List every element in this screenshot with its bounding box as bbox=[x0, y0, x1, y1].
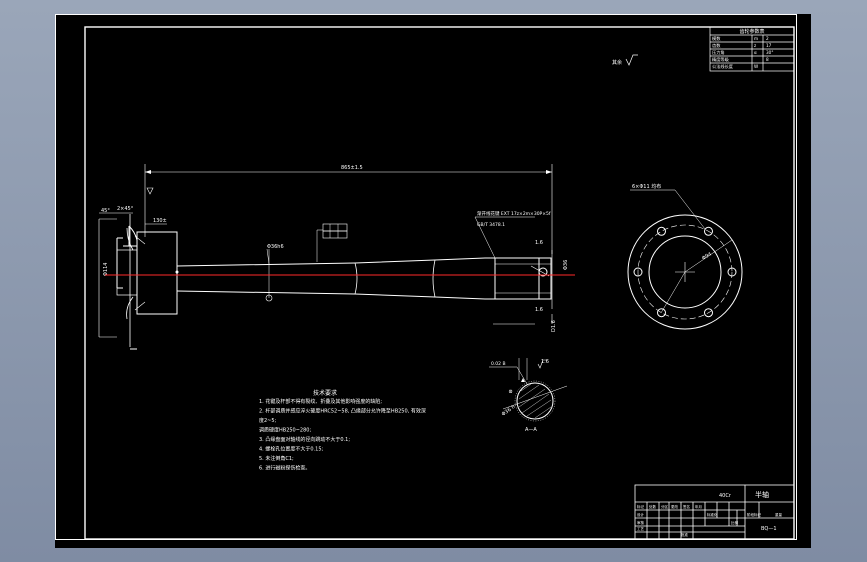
svg-text:2×45°: 2×45° bbox=[117, 206, 134, 212]
param-value: 30° bbox=[766, 50, 773, 55]
param-table-header: 齿轮参数表 bbox=[739, 28, 764, 35]
param-value: 2 bbox=[766, 36, 769, 41]
svg-text:Φ: Φ bbox=[508, 388, 515, 395]
cad-viewport[interactable]: 齿轮参数表 模数 m 2 齿数 z 17 压力角 α 30° 精度等级 8 公法线长度 W 其余 865… bbox=[55, 14, 811, 548]
svg-text:Φ114: Φ114 bbox=[103, 263, 109, 276]
svg-text:更改: 更改 bbox=[671, 504, 679, 509]
svg-text:处数: 处数 bbox=[649, 504, 657, 509]
section-label: A—A bbox=[525, 427, 537, 433]
tech-req-item: 2. 杆部调质并感应淬火硬度HRC52~58, 凸缘部分允许降至HB250, 有… bbox=[259, 408, 426, 415]
svg-text:签名: 签名 bbox=[683, 504, 690, 509]
tech-req-title: 技术要求 bbox=[313, 389, 337, 397]
svg-text:渐开线花键 EXT 17z×2m×30P×5f: 渐开线花键 EXT 17z×2m×30P×5f bbox=[477, 210, 551, 217]
param-symbol: W bbox=[754, 64, 758, 69]
svg-text:批准: 批准 bbox=[681, 532, 689, 537]
gear-parameter-table bbox=[709, 26, 795, 72]
sheet-border bbox=[55, 14, 797, 540]
svg-text:阶段标记: 阶段标记 bbox=[747, 512, 761, 517]
param-label: 公法线长度 bbox=[712, 63, 734, 70]
tech-req-list: 1. 花键及杆部不得有裂纹、折叠及其他影响强度的缺陷; 2. 杆部调质并感应淬火硬… bbox=[259, 398, 426, 472]
svg-text:分区: 分区 bbox=[661, 504, 669, 509]
svg-text:设计: 设计 bbox=[637, 512, 645, 517]
title-drawing-no: BQ—1 bbox=[761, 526, 777, 532]
svg-text:Φ36: Φ36 bbox=[563, 260, 569, 270]
param-label: 精度等级 bbox=[712, 56, 730, 63]
title-material: 40Cr bbox=[719, 493, 732, 499]
shaft-main-view: 865±1.5 1.6 1.6 Φ36 Φ114 45° 2×45° 130± bbox=[98, 164, 569, 350]
roughness-symbol bbox=[625, 54, 638, 66]
svg-text:1.6: 1.6 bbox=[541, 359, 549, 365]
title-block bbox=[634, 484, 795, 540]
param-symbol: m bbox=[754, 36, 758, 41]
svg-text:130±: 130± bbox=[153, 218, 167, 224]
center-mark bbox=[175, 270, 179, 274]
param-symbol: α bbox=[754, 50, 757, 55]
param-label: 模数 bbox=[712, 35, 721, 42]
svg-text:工艺: 工艺 bbox=[637, 526, 645, 531]
tech-req-item: 1. 花键及杆部不得有裂纹、折叠及其他影响强度的缺陷; bbox=[259, 398, 382, 405]
svg-text:865±1.5: 865±1.5 bbox=[341, 165, 363, 171]
drawing-frame bbox=[84, 26, 795, 540]
tech-req-item: 4. 螺栓孔位置度不大于0.15; bbox=[259, 446, 323, 453]
title-part-name: 半轴 bbox=[755, 490, 769, 499]
flange-end-view: 6×Φ11 均布 Φ94 bbox=[627, 183, 743, 330]
svg-text:审核: 审核 bbox=[637, 520, 645, 525]
title-block-cells: 标记处数分区 更改签名年月 设计 标准化 审核 比例 工艺批准 阶段标记 重量 bbox=[637, 504, 783, 537]
svg-text:标记: 标记 bbox=[637, 504, 645, 509]
svg-text:标准化: 标准化 bbox=[707, 512, 718, 517]
tech-req-item: 度2~5; bbox=[259, 417, 277, 424]
svg-text:重量: 重量 bbox=[775, 512, 783, 517]
svg-text:年月: 年月 bbox=[695, 504, 702, 509]
roughness-note: 其余 bbox=[612, 59, 622, 66]
tech-req-item: 调质硬度HB250~280; bbox=[259, 427, 311, 434]
param-value: 8 bbox=[766, 57, 769, 62]
svg-text:45°: 45° bbox=[101, 208, 110, 214]
param-label: 齿数 bbox=[712, 42, 721, 49]
svg-text:GB/T 3478.1: GB/T 3478.1 bbox=[477, 222, 505, 228]
section-a-a: 0.02 B 1.6 Φ36 h Φ bbox=[489, 358, 568, 422]
svg-text:1.6: 1.6 bbox=[535, 307, 543, 313]
svg-text:Φ94: Φ94 bbox=[701, 251, 713, 261]
engineering-drawing: 齿轮参数表 模数 m 2 齿数 z 17 压力角 α 30° 精度等级 8 公法线长度 W 其余 865… bbox=[55, 14, 797, 540]
tech-req-item: 6. 进行磁粉探伤检查。 bbox=[259, 465, 310, 472]
svg-text:Φ36h6: Φ36h6 bbox=[267, 244, 284, 250]
svg-text:Φ36 h: Φ36 h bbox=[501, 404, 517, 418]
svg-text:D1.6: D1.6 bbox=[551, 320, 557, 332]
svg-text:6×Φ11 均布: 6×Φ11 均布 bbox=[632, 183, 661, 190]
param-value: 17 bbox=[766, 43, 772, 48]
tech-req-item: 5. 未注倒角C1; bbox=[259, 455, 294, 462]
svg-text:1.6: 1.6 bbox=[535, 240, 543, 246]
svg-text:0.02 B: 0.02 B bbox=[491, 361, 506, 367]
param-label: 压力角 bbox=[712, 49, 725, 56]
svg-text:比例: 比例 bbox=[731, 520, 739, 525]
param-table-rows: 模数 m 2 齿数 z 17 压力角 α 30° 精度等级 8 公法线长度 W bbox=[712, 35, 773, 70]
tech-req-item: 3. 凸缘盘面对轴线的径向跳动不大于0.1; bbox=[259, 436, 350, 443]
param-symbol: z bbox=[754, 43, 757, 48]
